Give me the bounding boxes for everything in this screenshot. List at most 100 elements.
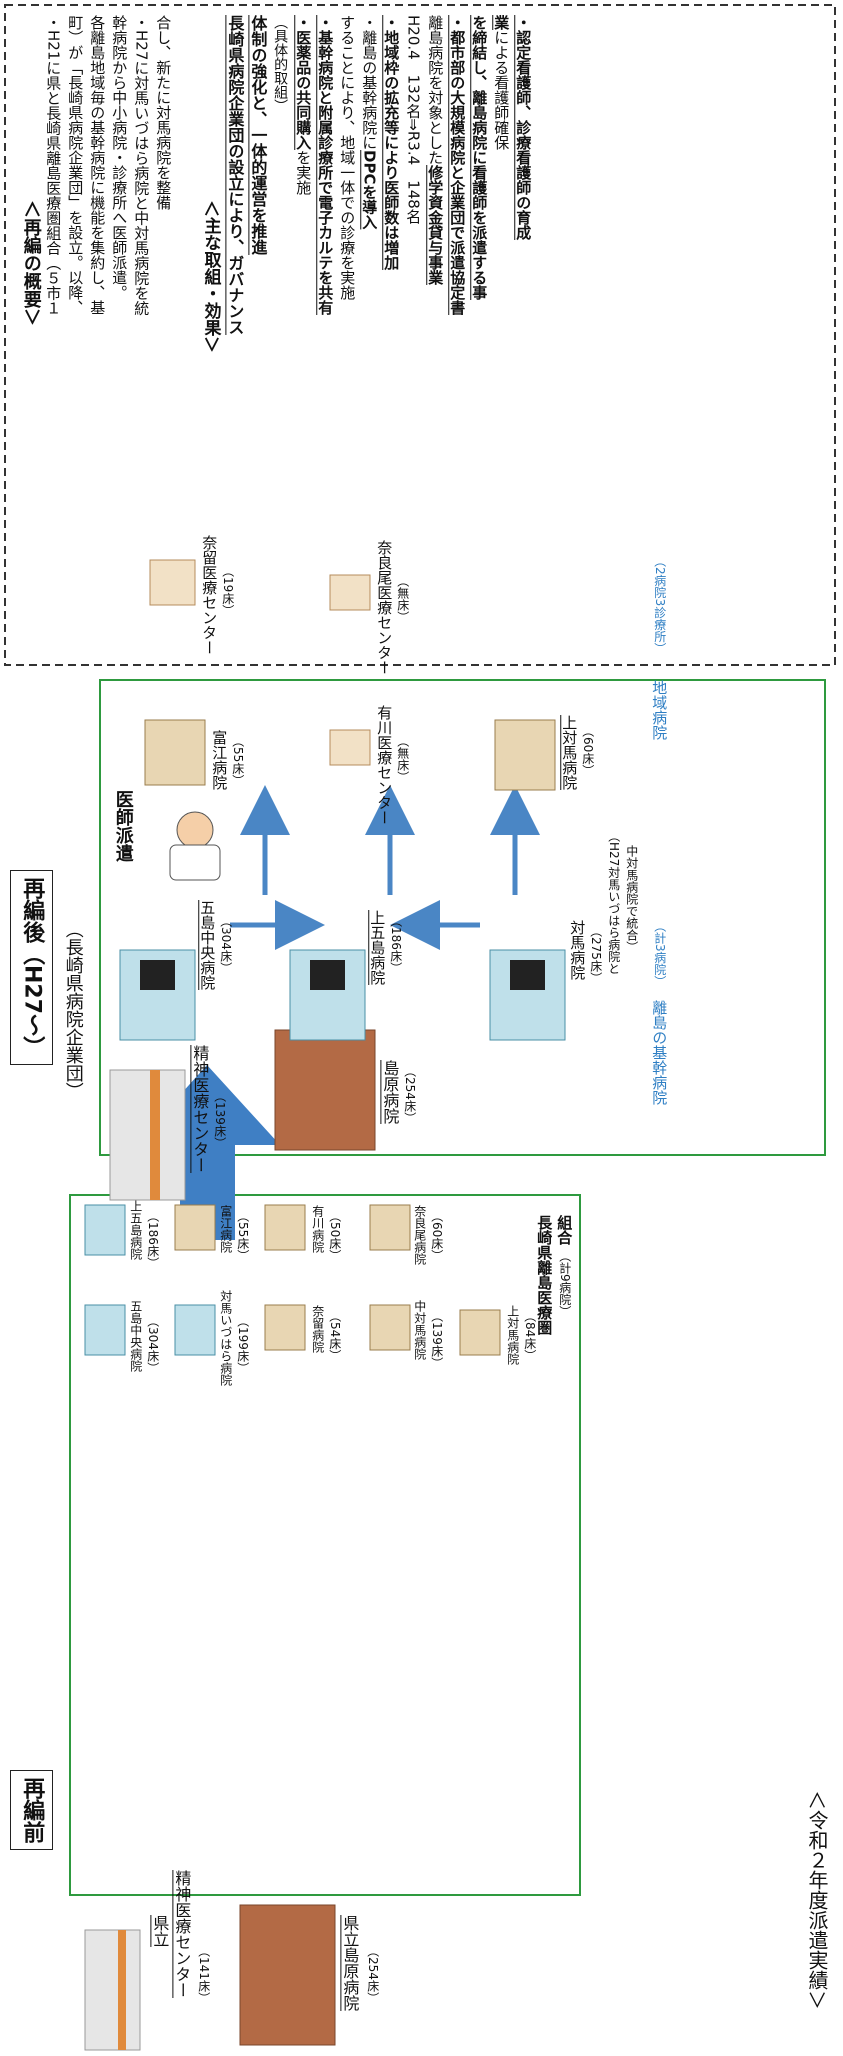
- core-hospitals-count: （計3病院）: [652, 920, 667, 988]
- building-icon: [459, 1309, 501, 1356]
- effects-title: ＜主な取組・効果＞: [200, 200, 221, 353]
- effects-line-3: することにより、地域一体での診療を実施: [338, 15, 357, 300]
- before-group-label2: 組合: [555, 1215, 574, 1245]
- after-tsushima-beds: （275床）: [588, 925, 603, 984]
- effects-line-7a: 離島病院を対象とした: [426, 15, 445, 165]
- before-group-label: 長崎県離島医療圏: [535, 1215, 554, 1335]
- before-item-kamitsushima-beds: （84床）: [522, 1310, 537, 1362]
- before-mental-name2: 精神医療センター: [172, 1870, 192, 1998]
- building-icon: [119, 949, 196, 1041]
- after-naru-name: 奈留医療センター: [200, 535, 219, 655]
- footer-title: ＜令和２年度派遣実績＞: [805, 1790, 829, 2010]
- building-icon: [239, 1904, 336, 2046]
- summary-line-4: 幹病院から中小病院・診療所へ医師派遣。: [110, 15, 129, 300]
- before-item-narao-beds: （60床）: [429, 1210, 444, 1262]
- before-item-nakatsushima: 中対馬病院: [412, 1300, 427, 1360]
- doctor-icon: [169, 811, 221, 881]
- effects-line-4: ・離島の基幹病院にDPCを導入: [360, 15, 379, 230]
- before-group-box: [69, 1194, 581, 1896]
- effects-line-6: H20.4 132名⇒R3.4 148名: [404, 15, 423, 224]
- effects-line-8: ・都市部の大規模病院と企業団で派遣協定書: [448, 15, 467, 315]
- building-icon: [369, 1304, 411, 1351]
- after-tsushima-name: 対馬病院: [568, 920, 587, 980]
- before-title: 再編前: [10, 1770, 54, 1850]
- building-icon: [264, 1304, 306, 1351]
- before-item-tomie-beds: （55床）: [235, 1210, 250, 1262]
- before-shimabara-name: 県立島原病院: [340, 1915, 360, 2011]
- after-tsushima-note1: （H27対馬いづはら病院と: [606, 830, 621, 975]
- effects-line-4b: DPCを導入: [360, 150, 379, 230]
- summary-line-5: ・H27に対馬いづはら病院と中対馬病院を統: [132, 15, 151, 316]
- building-icon: [489, 949, 566, 1041]
- after-kamitsushima-name: 上対馬病院: [560, 715, 579, 790]
- before-item-goto-chuo: 五島中央病院: [128, 1300, 143, 1372]
- core-hospitals-label: 離島の基幹病院: [650, 1000, 669, 1105]
- before-item-arikawa-beds: （50床）: [327, 1210, 342, 1262]
- before-item-izuhara-beds: （199床）: [235, 1315, 250, 1374]
- effects-line-1a: ・医薬品の共同購入: [294, 15, 313, 150]
- after-arikawa-beds: （無床）: [395, 735, 410, 783]
- after-group-box: [99, 679, 826, 1156]
- before-mental-name: 県立: [150, 1915, 170, 1947]
- building-icon: [329, 729, 371, 766]
- before-item-arikawa: 有川病院: [310, 1205, 325, 1253]
- after-arikawa-name: 有川医療センター: [375, 705, 394, 825]
- before-item-izuhara: 対馬いづはら病院: [218, 1290, 233, 1386]
- before-mental-beds: （141床）: [196, 1945, 211, 2004]
- building-icon: [274, 1029, 376, 1151]
- before-item-kamigoto-beds: （186床）: [145, 1210, 160, 1269]
- summary-line-1: ・H21に県と長崎県離島医療圏組合（５市１: [44, 15, 63, 316]
- regional-hospitals-label: 地域病院: [650, 680, 669, 740]
- after-kamitsushima-beds: （60床）: [580, 725, 595, 777]
- effects-line-7: 離島病院を対象とした修学資金貸与事業: [426, 15, 445, 285]
- before-item-tomie: 富江病院: [218, 1205, 233, 1253]
- building-icon: [149, 559, 196, 606]
- effects-line-9: を締結し、離島病院に看護師を派遣する事: [470, 15, 489, 300]
- building-icon: [369, 1204, 411, 1251]
- effects-concrete: （具体的取組）: [272, 15, 289, 113]
- summary-title: ＜再編の概要＞: [20, 200, 42, 326]
- effects-line-10a: 業: [492, 15, 511, 30]
- after-shimabara-name: 島原病院: [380, 1060, 400, 1124]
- building-icon: [84, 1204, 126, 1256]
- building-icon: [144, 719, 206, 786]
- before-group-count: （計9病院）: [557, 1250, 572, 1318]
- effects-line-1: ・医薬品の共同購入を実施: [294, 15, 313, 195]
- after-mental-beds: （139床）: [212, 1090, 227, 1149]
- summary-line-6: 合し、新たに対馬病院を整備: [154, 15, 173, 210]
- effects-line-11: ・認定看護師、診療看護師の育成: [514, 15, 533, 240]
- after-goto-chuo-name: 五島中央病院: [198, 900, 217, 990]
- building-icon: [109, 1069, 186, 1201]
- after-mental-name: 精神医療センター: [190, 1045, 210, 1173]
- after-kamigoto-beds: （186床）: [388, 915, 403, 974]
- doctor-dispatch-label: 医師派遣: [112, 790, 134, 862]
- after-shimabara-beds: （254床）: [402, 1065, 417, 1124]
- summary-line-2: 町）が「長崎県病院企業団」を設立。以降、: [66, 15, 85, 315]
- building-icon: [174, 1304, 216, 1356]
- corp-label: （長崎県病院企業団）: [62, 920, 84, 1100]
- effects-lead-2: 体制の強化と、一体的運営を推進: [248, 15, 268, 255]
- building-icon: [289, 949, 366, 1041]
- effects-line-7b: 修学資金貸与事業: [426, 165, 445, 285]
- effects-line-10: 業による看護師確保: [492, 15, 511, 150]
- building-icon: [84, 1929, 141, 2051]
- after-naru-beds: （19床）: [220, 565, 235, 617]
- after-tomie-name: 富江病院: [210, 730, 229, 790]
- building-icon: [494, 719, 556, 791]
- effects-line-4a: ・離島の基幹病院に: [360, 15, 379, 150]
- effects-lead-1: 長崎県病院企業団の設立により、ガバナンス: [225, 15, 245, 335]
- before-item-naru-beds: （54床）: [327, 1310, 342, 1362]
- before-item-nakatsushima-beds: （139床）: [429, 1310, 444, 1369]
- before-item-naru: 奈留病院: [310, 1305, 325, 1353]
- effects-line-5: ・地域枠の拡充等により医師数は増加: [382, 15, 401, 270]
- summary-line-3: 各離島地域毎の基幹病院に機能を集約し、基: [88, 15, 107, 315]
- effects-line-2: ・基幹病院と附属診療所で電子カルテを共有: [316, 15, 335, 315]
- summary-box: [4, 4, 836, 666]
- after-kamigoto-name: 上五島病院: [368, 910, 387, 985]
- before-shimabara-beds: （254床）: [365, 1945, 380, 2004]
- regional-hospitals-count: （2病院3診療所）: [652, 555, 667, 655]
- effects-line-1b: を実施: [294, 150, 313, 195]
- after-narao-name: 奈良尾医療センター: [375, 540, 394, 675]
